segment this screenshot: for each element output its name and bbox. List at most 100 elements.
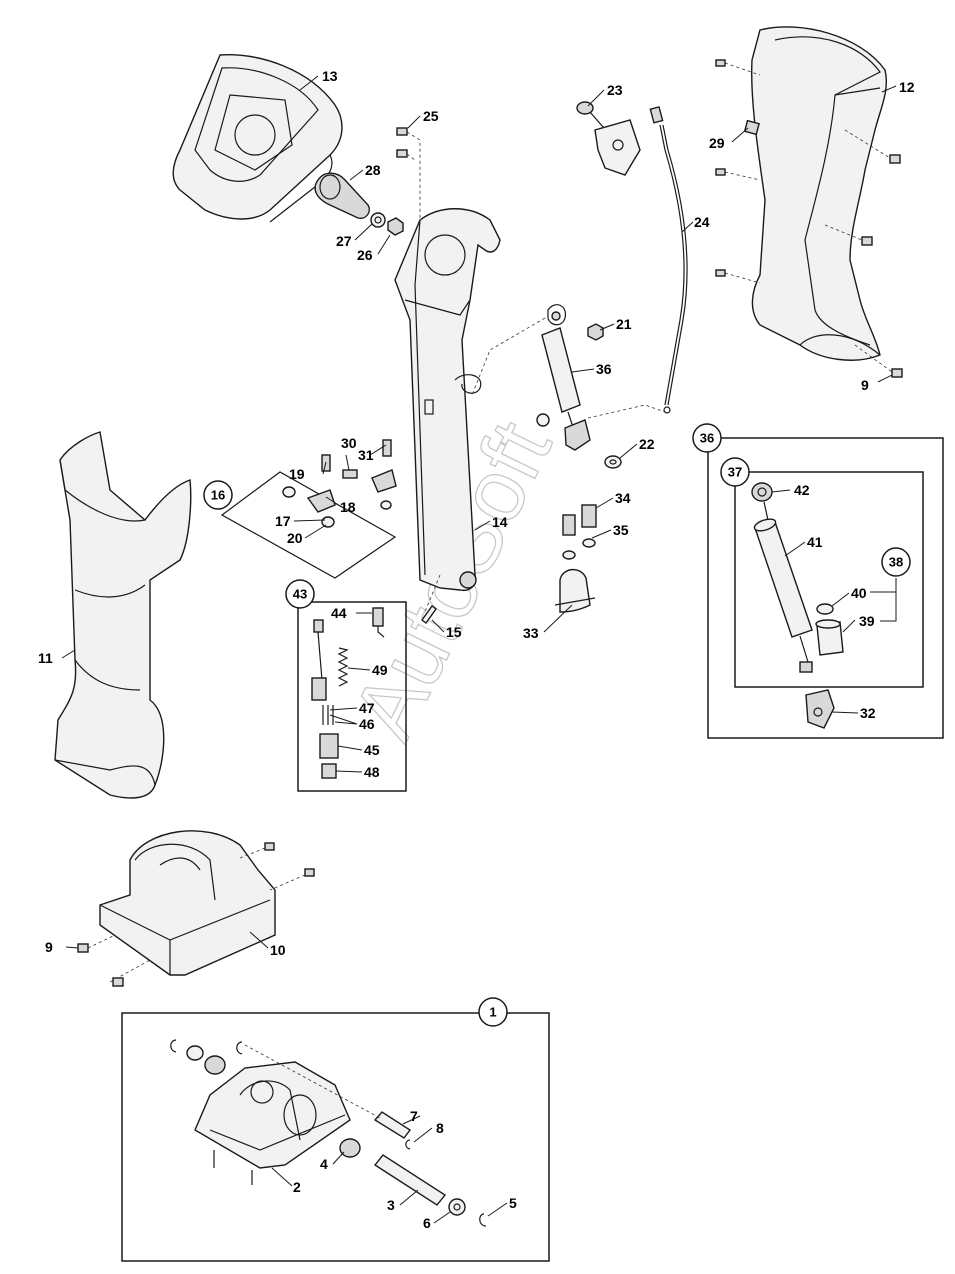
label-34: 34 [615, 490, 631, 506]
label-9-bottom: 9 [45, 939, 53, 955]
part-12-right-cover [751, 26, 887, 361]
part-44-terminal [313, 607, 385, 681]
label-17: 17 [275, 513, 291, 529]
label-12: 12 [899, 79, 915, 95]
part-24-cable [649, 106, 688, 414]
label-24: 24 [694, 214, 710, 230]
label-32: 32 [860, 705, 876, 721]
part-21-nut [587, 323, 604, 341]
part-small-clips [170, 1039, 243, 1075]
svg-text:37: 37 [728, 465, 742, 480]
part-28-knob [314, 172, 370, 219]
part-10-base-cover [77, 830, 315, 987]
part-45-housing [319, 733, 339, 759]
label-48: 48 [364, 764, 380, 780]
label-7: 7 [410, 1108, 418, 1124]
label-40: 40 [851, 585, 867, 601]
part-39-sleeve [815, 619, 844, 656]
label-4: 4 [320, 1156, 328, 1172]
label-29: 29 [709, 135, 725, 151]
part-5-clip [479, 1213, 487, 1227]
svg-text:43: 43 [293, 587, 307, 602]
label-47: 47 [359, 700, 375, 716]
part-26-nut [387, 217, 404, 236]
part-34-bolt [581, 504, 597, 528]
callout-38: 38 [881, 547, 911, 577]
kit-43-box [297, 601, 407, 792]
label-21: 21 [616, 316, 632, 332]
label-6: 6 [423, 1215, 431, 1231]
label-19: 19 [289, 466, 305, 482]
part-32-clevis [805, 689, 835, 729]
label-31: 31 [358, 447, 374, 463]
part-17-washer [282, 486, 392, 528]
label-18: 18 [340, 499, 356, 515]
part-35-bolt [562, 514, 596, 560]
label-8: 8 [436, 1120, 444, 1136]
part-31-screw [382, 439, 392, 457]
label-14: 14 [492, 514, 508, 530]
part-49-spring [337, 647, 349, 687]
label-41: 41 [807, 534, 823, 550]
label-20: 20 [287, 530, 303, 546]
label-42: 42 [794, 482, 810, 498]
part-11-left-cover [54, 431, 192, 799]
label-36: 36 [596, 361, 612, 377]
label-22: 22 [639, 436, 655, 452]
label-45: 45 [364, 742, 380, 758]
label-25: 25 [423, 108, 439, 124]
part-23-lever [576, 101, 641, 176]
part-15-pin [421, 605, 437, 624]
part-36-gas-strut [536, 304, 591, 451]
part-22-washer [604, 455, 622, 469]
label-49: 49 [372, 662, 388, 678]
part-33-bracket [554, 568, 596, 613]
part-48-cap [321, 763, 337, 779]
part-30-screw [342, 469, 358, 479]
label-15: 15 [446, 624, 462, 640]
svg-text:16: 16 [211, 488, 225, 503]
part-42-eye [751, 482, 773, 521]
svg-text:1: 1 [489, 1005, 496, 1020]
callout-16: 16 [203, 480, 233, 510]
part-14-main-frame [394, 208, 501, 613]
callout-36: 36 [692, 423, 722, 453]
part-40-seal [816, 603, 834, 615]
part-3-shaft [373, 1154, 447, 1206]
label-28: 28 [365, 162, 381, 178]
label-44: 44 [331, 605, 347, 621]
part-13-top-cover [172, 53, 343, 223]
part-12-screws [715, 59, 903, 378]
part-27-washer [370, 212, 386, 228]
part-4-bushing [339, 1138, 361, 1158]
label-23: 23 [607, 82, 623, 98]
svg-text:38: 38 [889, 555, 903, 570]
part-7-pin [373, 1111, 412, 1139]
part-18-clamp [306, 469, 397, 513]
label-39: 39 [859, 613, 875, 629]
label-11: 11 [38, 650, 53, 666]
part-47-connector [311, 677, 327, 701]
label-3: 3 [387, 1197, 395, 1213]
assembly-1-box [121, 1012, 550, 1262]
label-35: 35 [613, 522, 629, 538]
kit-16-panel [220, 471, 397, 579]
part-2-base [194, 1061, 351, 1185]
part-8-clip [405, 1139, 411, 1150]
label-9-top: 9 [861, 377, 869, 393]
label-10: 10 [270, 942, 286, 958]
label-46: 46 [359, 716, 375, 732]
label-2: 2 [293, 1179, 301, 1195]
svg-text:36: 36 [700, 431, 714, 446]
label-27: 27 [336, 233, 352, 249]
part-6-washer [448, 1198, 466, 1216]
callout-1: 1 [478, 997, 508, 1027]
label-30: 30 [341, 435, 357, 451]
kit-37-box [734, 471, 924, 688]
part-41-cylinder [753, 518, 813, 673]
label-33: 33 [523, 625, 539, 641]
kit-36-box [707, 437, 944, 739]
leader-lines [61, 75, 897, 1224]
